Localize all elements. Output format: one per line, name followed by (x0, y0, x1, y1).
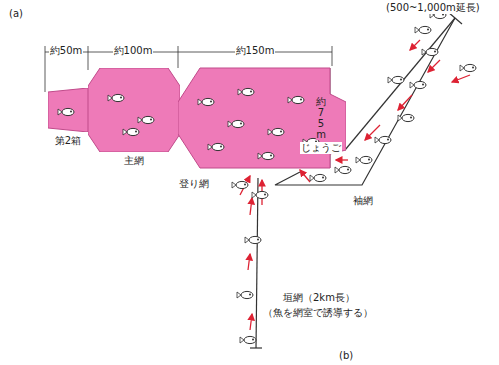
dimension-text: 約75m (316, 96, 326, 140)
net-box: 第2箱 (48, 88, 88, 132)
net-name: 主網 (124, 155, 144, 167)
net-outline (48, 88, 88, 132)
figure-tag: (a) (8, 8, 24, 20)
dimension-text: 約100m (113, 45, 154, 57)
fish-arrow (86, 40, 470, 330)
dimension-text: 約50m (49, 45, 83, 57)
net-name: 垣網（2km長） (282, 292, 356, 304)
net-name: 袖網 (352, 195, 374, 207)
net-box: 主網 (88, 68, 180, 152)
sleeve-net (250, 12, 462, 348)
length-note: (500~1,000m延長) (385, 2, 481, 14)
net-outline (88, 68, 180, 152)
net-box: 約75m (178, 62, 346, 174)
net-name: 第2箱 (55, 135, 81, 147)
net-name: 登り網 (178, 178, 210, 190)
fish (232, 11, 476, 343)
net-name: じょうご (300, 142, 342, 154)
dimension-text: 約150m (235, 45, 276, 57)
figure-tag: (b) (338, 350, 354, 362)
note-text: （魚を網室で誘導する） (262, 307, 374, 319)
